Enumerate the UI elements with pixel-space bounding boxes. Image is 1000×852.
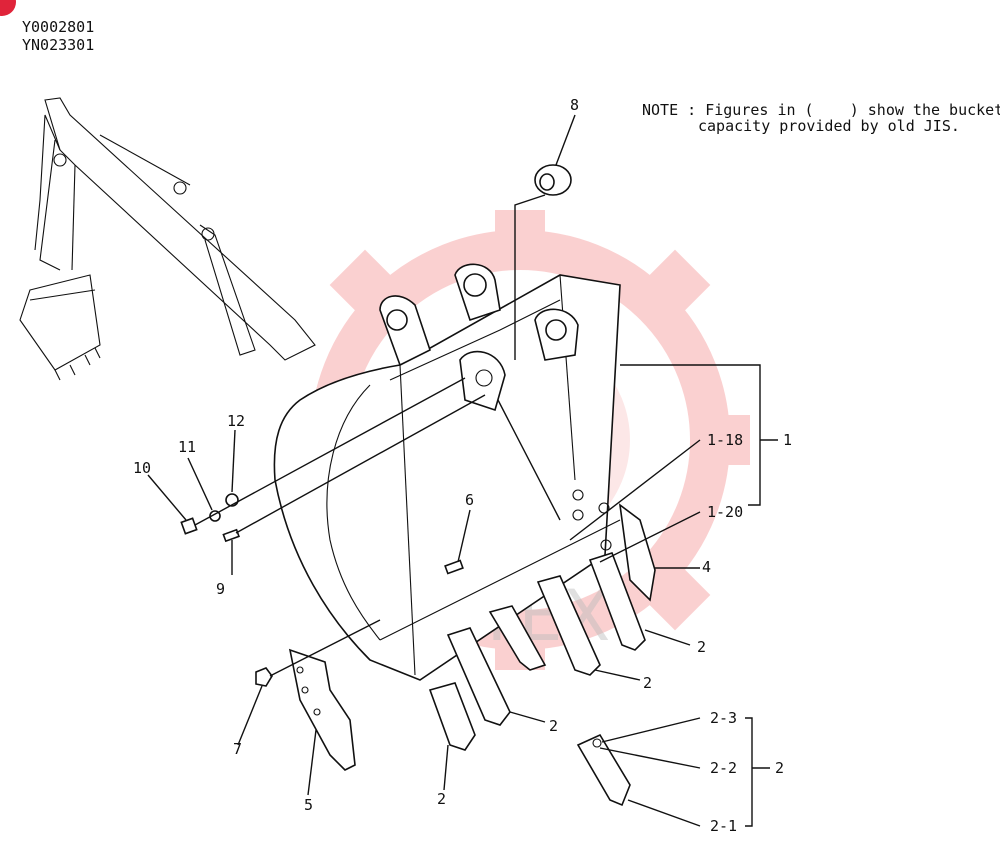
diagram-code-1: Y0002801 [22,18,95,36]
tooth-pin-hole [592,738,602,748]
bucket-body [273,263,621,681]
callout-1-20: 1-20 [707,503,743,521]
nut-7 [255,667,273,687]
callout-2-c: 2 [549,717,558,735]
callout-12: 12 [227,412,245,430]
callout-5: 5 [304,796,313,814]
pin-9 [222,528,240,543]
side-cutter-right [618,503,656,602]
callout-4: 4 [702,558,711,576]
note-text: NOTE : Figures in ( ) show the bucket ca… [642,102,1000,134]
callout-9: 9 [216,580,225,598]
callout-2-e: 2 [775,759,784,777]
callout-11: 11 [178,438,196,456]
tooth-3 [488,605,547,671]
note-line-1: NOTE : Figures in ( ) show the bucket [642,101,1000,119]
corner-marker [0,0,16,16]
callout-labels: 8 12 11 10 6 9 7 5 1 1-18 1-20 4 2 2 2 2… [133,96,792,835]
bolt-6 [444,559,464,575]
tooth-1 [428,682,476,751]
tooth-2 [446,627,511,726]
callout-2-b: 2 [643,674,652,692]
tooth-5 [588,552,646,651]
callout-1-18: 1-18 [707,431,743,449]
leader-lines [147,114,778,827]
callout-8: 8 [570,96,579,114]
bucket-teeth [428,552,646,807]
callout-2-1: 2-1 [710,817,737,835]
callout-10: 10 [133,459,151,477]
callout-2-a: 2 [697,638,706,656]
excavator-arm-sketch [19,97,316,381]
tooth-detail [576,733,631,807]
callout-2-d: 2 [437,790,446,808]
diagram-code-2: YN023301 [22,36,95,54]
callout-2-3: 2-3 [710,709,737,727]
callout-7: 7 [233,740,242,758]
hardware-parts [180,164,572,687]
callout-1: 1 [783,431,792,449]
note-line-2: capacity provided by old JIS. [698,117,960,135]
bolt-10 [180,517,198,535]
callout-2-2: 2-2 [710,759,737,777]
callout-6: 6 [465,491,474,509]
side-cutter-plate [288,648,356,771]
